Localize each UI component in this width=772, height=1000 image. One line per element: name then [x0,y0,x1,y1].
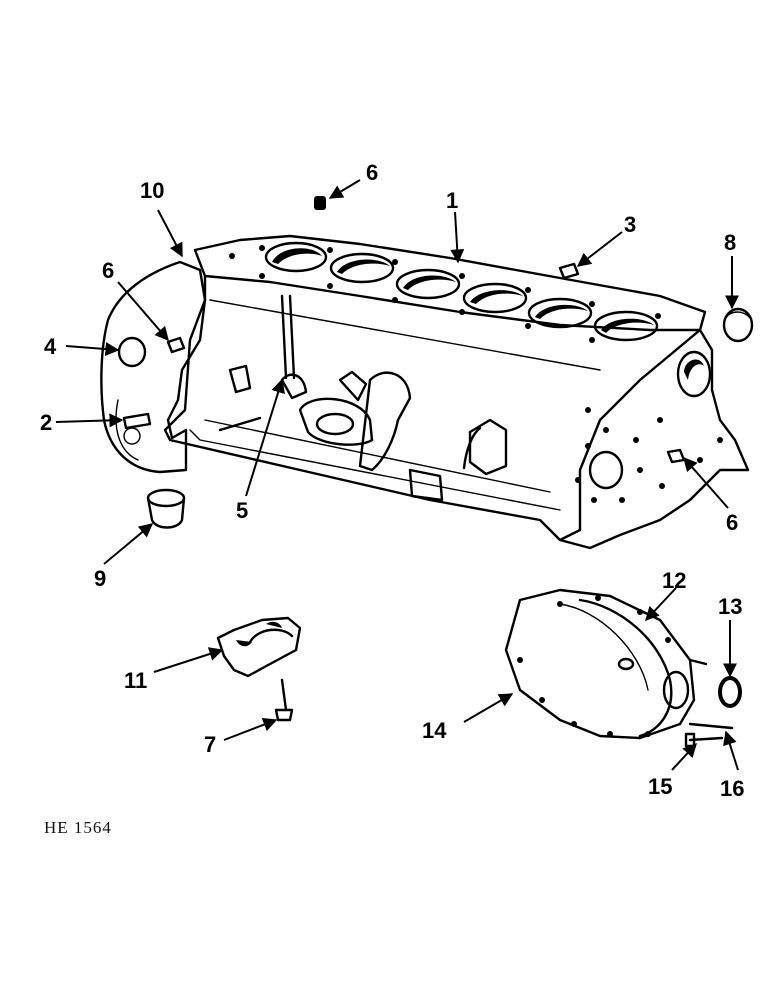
callout-16: 16 [720,776,744,801]
block-front-face [558,328,750,550]
expansion-plug-part-8 [722,307,754,343]
callout-6-right: 6 [726,510,738,535]
figure-code: HE 1564 [44,818,112,837]
bolt-part-7 [274,678,294,722]
plug-part-6-top [314,196,326,210]
callout-1: 1 [446,188,458,213]
front-cover-part-12 [504,588,708,740]
callout-9: 9 [94,566,106,591]
block-top-deck [193,234,707,332]
plug-part-6-left [166,336,186,354]
plug-part-6-right [666,448,686,464]
callout-3: 3 [624,212,636,237]
callout-6-top: 6 [366,160,378,185]
callout-7: 7 [204,732,216,757]
expansion-plug-part-4 [117,336,147,368]
callout-5: 5 [236,498,248,523]
bushing-part-9 [146,488,186,529]
leader-lines [55,179,739,771]
bearing-cap-part-11 [216,616,302,678]
plug-part-3 [558,262,580,280]
callout-14: 14 [422,718,447,743]
callout-13: 13 [718,594,742,619]
cylinder-block [100,234,750,550]
callout-12: 12 [662,568,686,593]
callout-4: 4 [44,334,57,359]
bolt-part-15 [684,732,724,748]
callout-10: 10 [140,178,164,203]
callout-11: 11 [124,668,147,693]
callout-8: 8 [724,230,736,255]
dowel-part-16 [688,722,734,730]
callout-6-left: 6 [102,258,114,283]
oil-seal-part-13 [718,676,742,708]
block-side-wall [163,274,702,542]
rear-plate [100,260,207,474]
callout-15: 15 [648,774,672,799]
dowel-part-2 [122,412,152,430]
callout-2: 2 [40,410,52,435]
